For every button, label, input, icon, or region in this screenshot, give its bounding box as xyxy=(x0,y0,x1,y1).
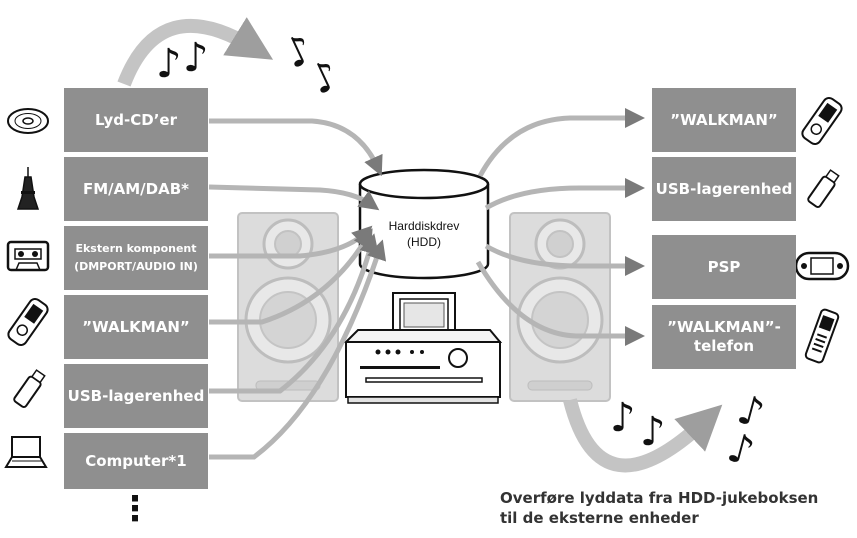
hdd-label-line2: (HDD) xyxy=(407,235,441,250)
usb-stick-icon xyxy=(807,169,840,208)
walkman-icon xyxy=(7,297,49,347)
mobile-phone-icon xyxy=(804,308,840,364)
destination-label: ”WALKMAN” xyxy=(670,110,778,129)
music-note-icon: ♪ xyxy=(610,395,636,441)
destination-arrows xyxy=(475,108,645,346)
right-speaker xyxy=(509,212,611,402)
source-label: Ekstern komponent xyxy=(75,242,197,256)
arrow-computer xyxy=(209,239,387,460)
arrow-to-usb xyxy=(484,178,645,211)
source-label-sub: (DMPORT/AUDIO IN) xyxy=(74,260,198,273)
arrow-cd xyxy=(209,118,383,177)
music-note-icon: ♪ xyxy=(156,41,182,87)
more-sources-indicator: ⋮ xyxy=(118,489,152,529)
arrow-to-psp xyxy=(484,243,645,276)
walkman-icon xyxy=(801,96,843,146)
source-label: Lyd-CD’er xyxy=(94,110,177,129)
source-box-computer: Computer*1 xyxy=(64,433,208,489)
transfer-caption: Overføre lyddata fra HDD-jukeboksen til … xyxy=(500,488,818,529)
music-note-icon: ♪ xyxy=(183,35,209,81)
laptop-icon xyxy=(4,436,48,468)
arrow-to-phone xyxy=(475,260,645,346)
source-label: FM/AM/DAB* xyxy=(82,179,189,198)
source-box-usb: USB-lagerenhed xyxy=(64,364,208,428)
destination-label: PSP xyxy=(707,257,741,276)
destination-label: ”WALKMAN”- xyxy=(667,318,781,337)
destination-box-psp: PSP xyxy=(652,235,796,299)
music-note-icon: ♪ xyxy=(640,409,666,455)
source-box-external-component: Ekstern komponent (DMPORT/AUDIO IN) xyxy=(64,226,208,290)
psp-icon xyxy=(794,251,850,281)
source-label: Computer*1 xyxy=(85,451,187,470)
usb-stick-icon xyxy=(13,369,46,408)
destination-label-sub: telefon xyxy=(693,337,755,355)
source-box-audio-cd: Lyd-CD’er xyxy=(64,88,208,152)
arrow-to-walkman xyxy=(477,108,645,178)
arrow-radio xyxy=(208,184,380,211)
antenna-tower-icon xyxy=(16,167,40,210)
caption-line1: Overføre lyddata fra HDD-jukeboksen xyxy=(500,489,819,507)
curved-arrow-top xyxy=(117,17,274,87)
destination-box-walkman-phone: ”WALKMAN”- telefon xyxy=(652,305,796,369)
hdd-label: Harddiskdrev (HDD) xyxy=(364,218,484,250)
source-label: USB-lagerenhed xyxy=(67,386,205,405)
caption-line2: til de eksterne enheder xyxy=(500,509,699,528)
source-label: ”WALKMAN” xyxy=(82,317,190,336)
destination-box-walkman: ”WALKMAN” xyxy=(652,88,796,152)
destination-box-usb: USB-lagerenhed xyxy=(652,157,796,221)
arrow-usb xyxy=(209,233,379,394)
hdd-cylinder xyxy=(358,168,490,280)
source-box-radio: FM/AM/DAB* xyxy=(64,157,208,221)
hdd-label-line1: Harddiskdrev xyxy=(388,219,460,233)
source-arrows xyxy=(208,118,387,460)
destination-label: USB-lagerenhed xyxy=(655,179,793,198)
cd-icon xyxy=(7,108,49,134)
cassette-icon xyxy=(6,240,50,272)
hdd-jukebox-unit xyxy=(343,292,503,404)
source-box-walkman: ”WALKMAN” xyxy=(64,295,208,359)
arrow-walkman xyxy=(209,228,373,325)
curved-arrow-bottom xyxy=(563,398,723,473)
